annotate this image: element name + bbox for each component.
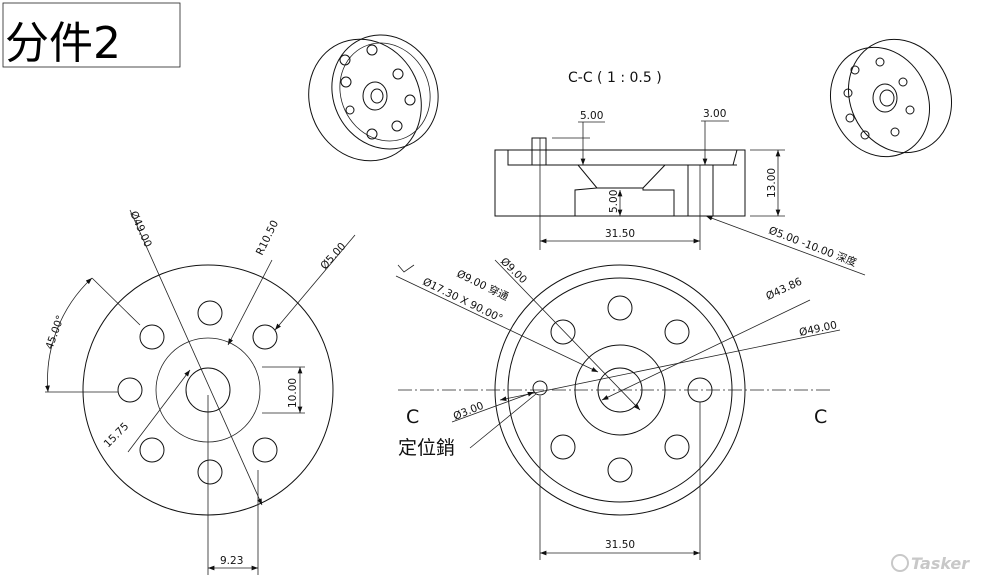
isometric-view-back — [829, 38, 953, 158]
dim-height: 13.00 — [766, 168, 778, 198]
section-mark-right: C — [814, 406, 827, 428]
dim-angle: 45.00° — [44, 314, 67, 351]
isometric-view-front — [308, 34, 439, 162]
section-label: C-C ( 1 : 0.5 ) — [568, 70, 662, 86]
dim-radius: R10.50 — [254, 218, 281, 257]
dim-slot-depth: 3.00 — [703, 108, 726, 120]
dim-hole-dia: Ø5.00 — [318, 240, 348, 272]
watermark-text: Tasker — [911, 554, 970, 573]
title-block: 分件2 — [2, 2, 181, 69]
section-mark-left: C — [406, 406, 419, 428]
dim-width-right: 31.50 — [605, 539, 635, 551]
right-view: C C Ø9.00 Ø9.00 穿通 Ø17.30 X 90.00° Ø43.8… — [395, 256, 841, 560]
dim-x-offset: 9.23 — [220, 555, 243, 567]
dim-pin-dia: Ø3.00 — [452, 400, 486, 423]
dim-cavity-depth: 5.00 — [608, 190, 620, 213]
watermark: Tasker — [891, 554, 970, 573]
pin-label: 定位銷 — [398, 437, 455, 459]
dim-inner-dia: Ø43.86 — [764, 276, 804, 303]
watermark-logo-icon — [891, 554, 909, 572]
dim-width: 31.50 — [605, 228, 635, 240]
left-view: Ø49.00 R10.50 Ø5.00 45.00° 10.00 15.75 9… — [44, 209, 356, 575]
part-title: 分件2 — [5, 18, 121, 69]
dim-bore-dia: Ø9.00 — [498, 256, 529, 287]
dim-recess-depth: 5.00 — [580, 110, 603, 122]
section-view-cc: C-C ( 1 : 0.5 ) 5.00 3.00 13.00 5.00 31.… — [494, 70, 866, 276]
dim-width-left: 10.00 — [287, 378, 299, 408]
dim-outer-dia: Ø49.00 — [127, 209, 154, 249]
dim-offset: 15.75 — [102, 420, 132, 450]
dim-outer-dia-right: Ø49.00 — [798, 319, 838, 339]
dim-hole-note: Ø5.00 -10.00 深度 — [767, 224, 859, 270]
